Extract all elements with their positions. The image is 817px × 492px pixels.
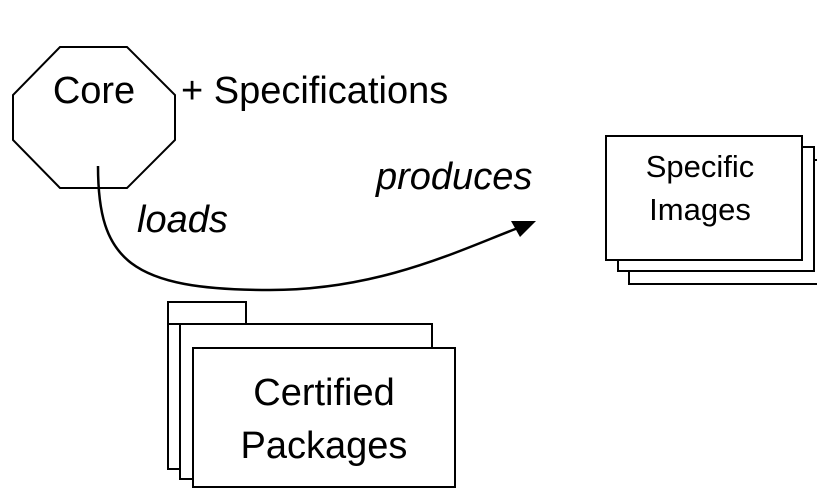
specifications-label: + Specifications xyxy=(181,70,448,112)
loads-produces-arrow xyxy=(96,165,536,292)
arrow-head xyxy=(511,221,536,237)
specific-images-line1: Specific xyxy=(646,149,755,184)
produces-label: produces xyxy=(375,156,532,198)
certified-packages-node: Certified Packages xyxy=(167,301,456,488)
certified-packages-line1: Certified xyxy=(253,372,395,414)
arrow-curve xyxy=(96,165,519,292)
certified-packages-line2: Packages xyxy=(241,425,408,467)
loads-label: loads xyxy=(137,199,228,241)
folder-front-body xyxy=(192,347,456,488)
page-front xyxy=(605,135,803,261)
core-node: Core xyxy=(12,46,176,189)
core-octagon-shape xyxy=(12,46,176,189)
specific-images-line2: Images xyxy=(649,192,751,227)
folder-back-tab xyxy=(167,301,247,325)
specific-images-node: Specific Images xyxy=(605,135,817,285)
core-label: Core xyxy=(53,70,135,112)
